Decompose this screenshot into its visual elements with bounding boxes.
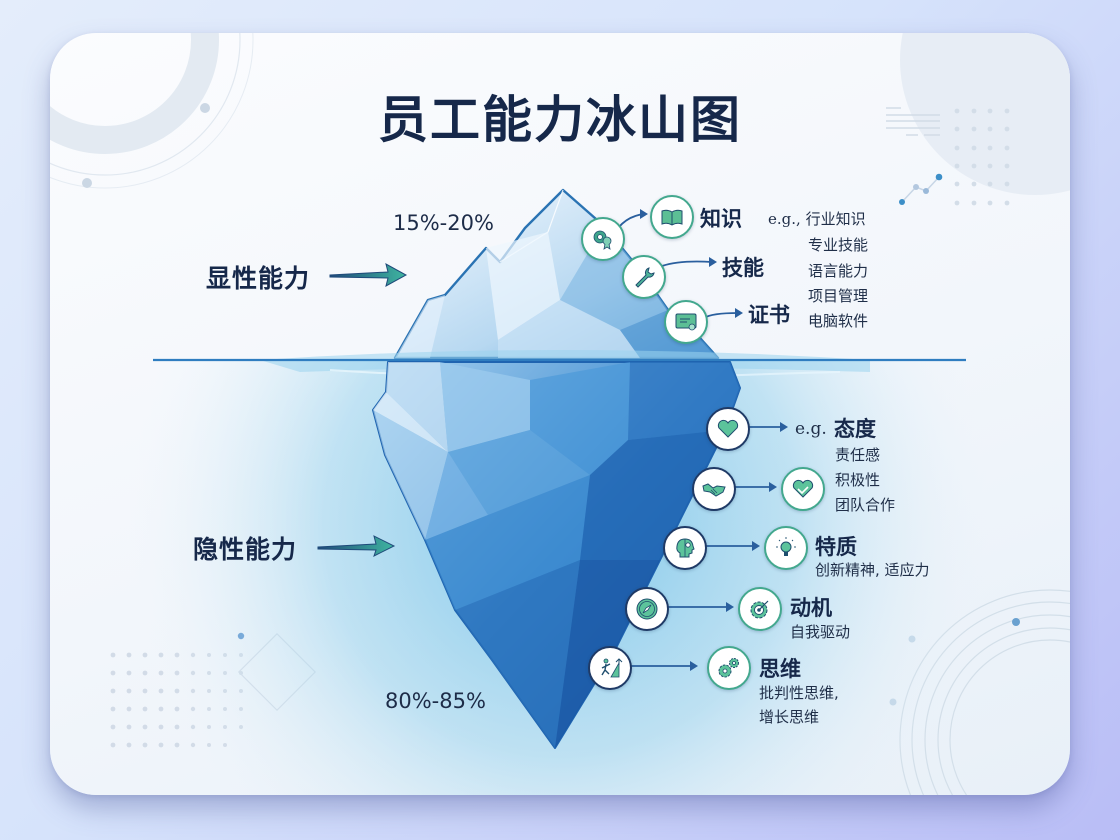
explicit-example-2: 语言能力 [808, 262, 869, 280]
attitude-example-1: 积极性 [835, 471, 881, 489]
attitude-example-0: 责任感 [835, 446, 881, 464]
climbing-growth-icon [588, 646, 632, 690]
implicit-arrow [317, 535, 396, 557]
handshake-icon [692, 467, 736, 511]
skills-heading: 技能 [722, 256, 764, 280]
gear-award-icon [581, 217, 625, 261]
explicit-arrow [329, 263, 408, 287]
head-idea-icon [663, 526, 707, 570]
book-icon [650, 195, 694, 239]
page-title: 员工能力冰山图 [378, 91, 742, 149]
lightbulb-icon [764, 526, 808, 570]
explicit-example-1: 专业技能 [808, 236, 869, 254]
thinking-heading: 思维 [759, 657, 801, 681]
heart-check-icon [781, 467, 825, 511]
traits-examples: 创新精神, 适应力 [815, 561, 930, 579]
motivation-heading: 动机 [790, 596, 832, 620]
traits-heading: 特质 [815, 535, 857, 559]
attitude-example-2: 团队合作 [835, 496, 896, 514]
motivation-examples: 自我驱动 [790, 623, 851, 641]
thinking-example-1: 增长思维 [759, 708, 820, 726]
target-gear-icon [738, 587, 782, 631]
gears-icon [707, 646, 751, 690]
heart-icon [706, 407, 750, 451]
explicit-ability-label: 显性能力 [206, 264, 311, 293]
wrench-icon [622, 255, 666, 299]
thinking-example-0: 批判性思维, [759, 684, 839, 702]
iceberg-tip [393, 188, 720, 360]
explicit-example-4: 电脑软件 [808, 312, 869, 330]
attitude-heading: 态度 [834, 417, 876, 441]
certificate-icon [664, 300, 708, 344]
implicit-ability-label: 隐性能力 [193, 535, 298, 564]
implicit-percentage: 80%-85% [385, 689, 486, 713]
certificates-heading: 证书 [748, 303, 790, 327]
attitude-prefix: e.g. [795, 419, 827, 439]
explicit-percentage: 15%-20% [393, 211, 494, 235]
compass-icon [625, 587, 669, 631]
decor-ring [50, 33, 219, 154]
knowledge-heading: 知识 [700, 207, 742, 231]
explicit-example-3: 项目管理 [808, 287, 869, 305]
explicit-example-0: e.g., 行业知识 [768, 210, 866, 228]
